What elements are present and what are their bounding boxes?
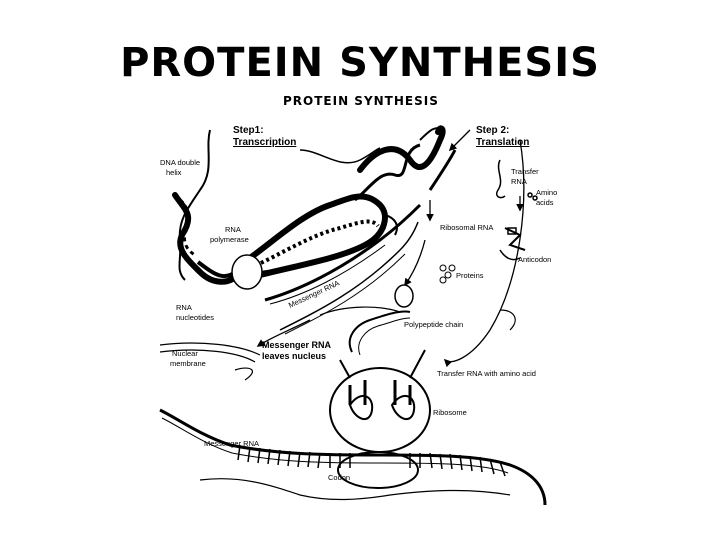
messenger-rna-strand [264, 149, 457, 335]
step1-label: Step1: [233, 125, 264, 136]
label-rna-nucleotides: RNA [176, 303, 192, 312]
label-trna-with-amino-acid: Transfer RNA with amino acid [437, 369, 536, 378]
transfer-rna-top [495, 159, 538, 261]
step2-sublabel: Translation [476, 137, 529, 148]
label-messenger-rna-bottom: Messenger RNA [204, 439, 259, 448]
messenger-rna-bottom [159, 408, 547, 506]
label-mrna-leaves-nucleus: Messenger RNA [262, 340, 332, 350]
transcription-bubble [237, 193, 398, 278]
label-ribosomal-rna: Ribosomal RNA [440, 223, 493, 232]
step2-label: Step 2: [476, 125, 509, 136]
label-codon: Codon [328, 473, 350, 482]
label-anticodon: Anticodon [518, 255, 551, 264]
label-nuclear-membrane-2: membrane [170, 359, 206, 368]
label-ribosome: Ribosome [433, 408, 467, 417]
label-amino-acids: Amino [536, 188, 557, 197]
nuclear-membrane [159, 306, 516, 381]
label-rna-polymerase: RNA [225, 225, 241, 234]
label-dna-double-helix: DNA double [160, 158, 200, 167]
label-transfer-rna: Transfer [511, 167, 539, 176]
label-rna-nucleotides-2: nucleotides [176, 313, 214, 322]
label-polypeptide-chain: Polypeptide chain [404, 320, 463, 329]
label-messenger-rna-strand: Messenger RNA [287, 278, 341, 309]
label-nuclear-membrane: Nuclear [172, 349, 198, 358]
dna-double-helix [172, 125, 446, 285]
label-transfer-rna-2: RNA [511, 177, 527, 186]
ribosome-subunit [394, 284, 414, 308]
label-dna-double-helix-2: helix [166, 168, 182, 177]
diagram-title: PROTEIN SYNTHESIS [283, 94, 439, 108]
label-rna-polymerase-2: polymerase [210, 235, 249, 244]
ribosome [329, 349, 431, 489]
slide-title: PROTEIN SYNTHESIS [120, 40, 600, 86]
polypeptide-chain [348, 310, 411, 356]
label-proteins: Proteins [456, 271, 484, 280]
label-mrna-leaves-nucleus-2: leaves nucleus [262, 351, 326, 361]
rna-polymerase-blob [231, 254, 263, 290]
label-amino-acids-2: acids [536, 198, 554, 207]
process-arrows [256, 129, 525, 368]
step1-sublabel: Transcription [233, 137, 296, 148]
ribosomal-components [439, 264, 456, 284]
